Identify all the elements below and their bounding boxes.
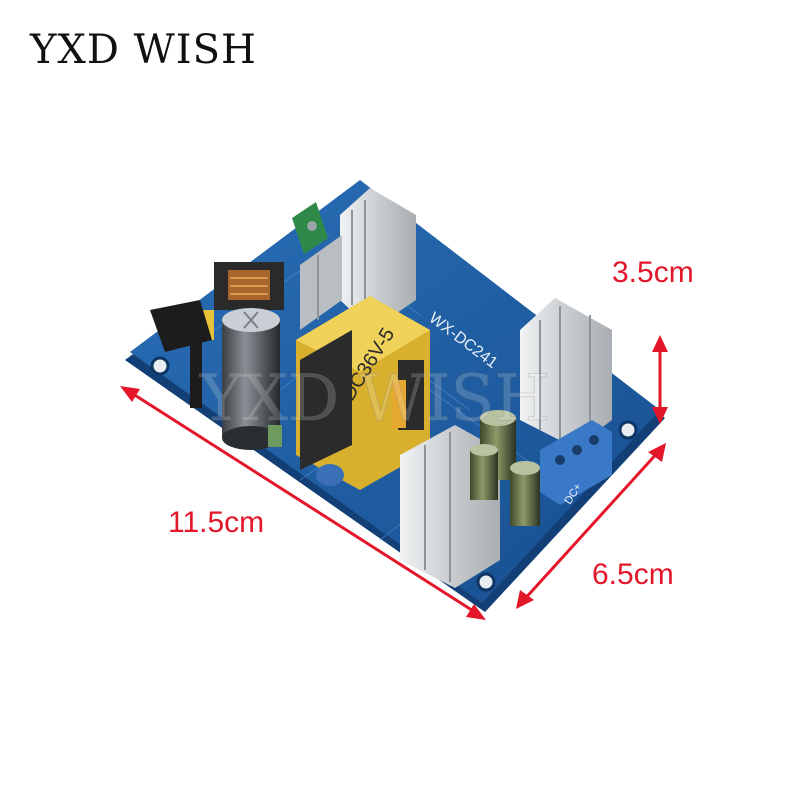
bridge-rectifier	[150, 300, 212, 352]
input-terminal-block	[292, 202, 328, 254]
heatsink-rear	[300, 188, 416, 330]
filter-inductor	[214, 262, 284, 310]
dimension-height-label: 3.5cm	[612, 256, 694, 289]
dimension-length-label: 11.5cm	[168, 506, 265, 539]
mounting-hole	[618, 420, 638, 440]
mounting-hole	[476, 572, 496, 592]
small-component	[268, 425, 282, 447]
heatsink-right	[520, 298, 612, 448]
output-capacitors	[470, 410, 540, 526]
watermark: YXD WISH	[199, 362, 550, 436]
ceramic-capacitor	[316, 464, 344, 486]
transformer	[296, 296, 430, 490]
dimension-arrows	[120, 335, 668, 620]
dimension-width-label: 6.5cm	[592, 558, 674, 591]
main-capacitor	[222, 308, 280, 450]
length-arrow	[129, 390, 479, 616]
output-terminal-block	[540, 420, 612, 505]
mounting-hole	[150, 356, 170, 376]
width-arrow	[520, 448, 662, 604]
brand-logo: YXD WISH	[30, 27, 257, 73]
bridge-rectifier-leg	[190, 340, 202, 408]
